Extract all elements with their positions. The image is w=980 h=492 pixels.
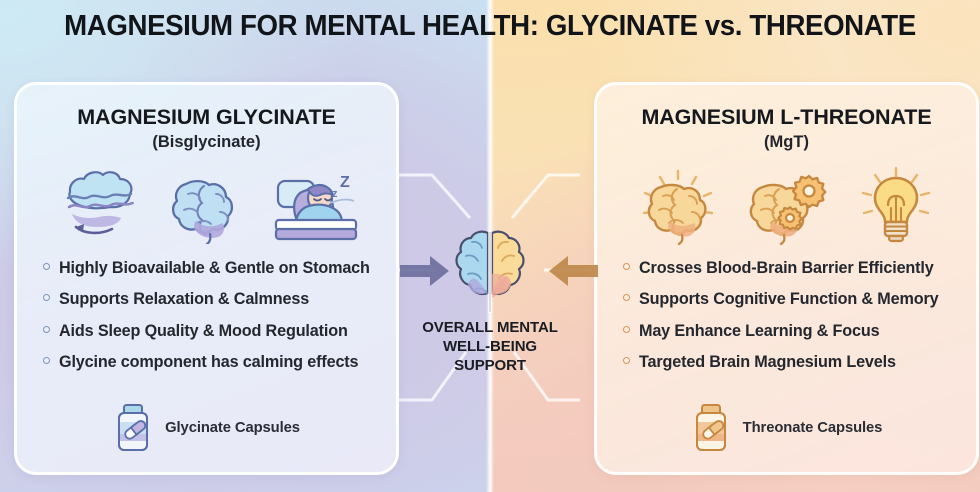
center-caption-line3: SUPPORT [454,357,526,375]
bullet-dot-icon [43,263,50,270]
bullet-dot-icon [43,325,50,333]
lightbulb-icon [850,164,942,246]
right-footer-label: Threonate Capsules [742,420,883,436]
list-item: Aids Sleep Quality & Mood Regulation [43,321,384,341]
bullet-label: Highly Bioavailable & Gentle on Stomach [59,259,370,277]
left-card-subheading: (Bisglycinate) [152,133,261,151]
right-card-subheading: (MgT) [764,133,809,151]
list-item: May Enhance Learning & Focus [623,321,964,341]
pill-bottle-icon [695,404,726,451]
center-caption-line1: OVERALL MENTAL [422,319,558,336]
bullet-label: Targeted Brain Magnesium Levels [639,352,896,371]
list-item: Highly Bioavailable & Gentle on Stomach [43,259,384,278]
bullet-dot-icon [623,356,630,364]
list-item: Crosses Blood-Brain Barrier Efficiently [623,259,964,278]
card-magnesium-l-threonate: MAGNESIUM L-THREONATE (MgT) [594,82,979,475]
arrow-left-icon [549,256,598,286]
left-bullet-list: Highly Bioavailable & Gentle on Stomach … [17,259,396,372]
bullet-label: May Enhance Learning & Focus [639,321,880,340]
list-item: Supports Cognitive Function & Memory [623,290,964,309]
left-icon-row: Z z [17,162,396,248]
left-card-heading: MAGNESIUM GLYCINATE [77,105,336,129]
bullet-dot-icon [623,325,630,333]
center-caption-line2: WELL-BEING [443,338,537,356]
list-item: Supports Relaxation & Calmness [43,290,384,309]
card-magnesium-glycinate: MAGNESIUM GLYCINATE (Bisglycinate) [14,82,399,475]
bullet-label: Crosses Blood-Brain Barrier Efficiently [639,259,934,277]
svg-text:Z: Z [340,174,350,191]
page-title: MAGNESIUM FOR MENTAL HEALTH: GLYCINATE v… [64,10,916,42]
list-item: Glycine component has calming effects [43,352,384,372]
calm-waves-icon [52,164,144,246]
center-caption: OVERALL MENTAL WELL-BEING SUPPORT [400,318,580,376]
bullet-label: Supports Relaxation & Calmness [59,290,310,309]
bullet-dot-icon [43,356,50,364]
dual-hemisphere-brain-icon [455,230,525,313]
bullet-label: Glycine component has calming effects [59,352,359,371]
bullet-dot-icon [623,294,630,302]
arrow-right-icon [400,256,449,286]
svg-text:z: z [332,188,338,200]
brain-gears-icon [741,164,833,246]
right-icon-row [597,162,976,248]
left-footer-label: Glycinate Capsules [165,420,300,436]
glowing-brain-icon [632,164,724,246]
right-bullet-list: Crosses Blood-Brain Barrier Efficiently … [597,259,976,372]
left-footer: Glycinate Capsules [17,402,396,454]
sleeping-person-icon: Z z [270,164,362,246]
bullet-dot-icon [623,263,630,270]
bullet-label: Aids Sleep Quality & Mood Regulation [59,321,348,340]
right-footer: Threonate Capsules [597,402,976,454]
bullet-label: Supports Cognitive Function & Memory [639,290,939,309]
right-card-heading: MAGNESIUM L-THREONATE [641,105,932,129]
brain-icon [161,164,253,246]
pill-bottle-icon [118,404,149,451]
bullet-dot-icon [43,294,50,302]
list-item: Targeted Brain Magnesium Levels [623,352,964,372]
